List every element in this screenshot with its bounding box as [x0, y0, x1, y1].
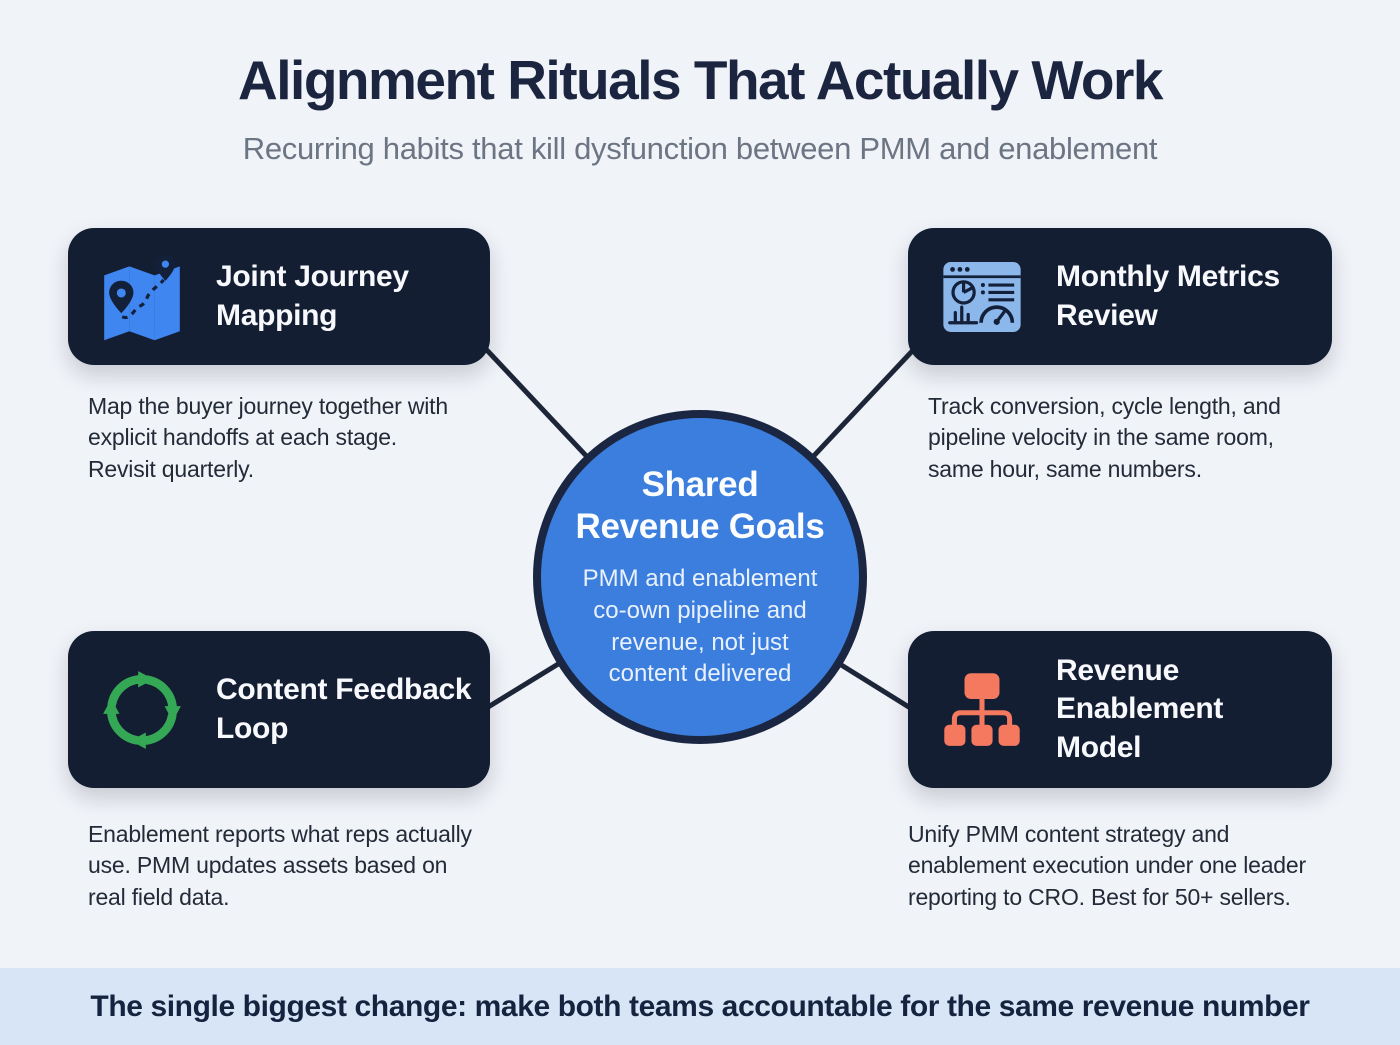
card-description: Enablement reports what reps actually us…	[88, 821, 472, 910]
card-content-feedback-loop: Content Feedback Loop	[68, 631, 490, 788]
card-title: Revenue Enablement Model	[1056, 654, 1224, 764]
org-chart-icon	[934, 662, 1030, 758]
card-description: Map the buyer journey together with expl…	[88, 393, 448, 482]
card-title: Monthly Metrics Review	[1056, 260, 1280, 332]
page-title: Alignment Rituals That Actually Work	[238, 49, 1163, 111]
hub-title: Shared Revenue Goals	[575, 464, 825, 546]
card-joint-journey-mapping: Joint Journey Mapping	[68, 228, 490, 365]
footer-banner-text: The single biggest change: make both tea…	[90, 989, 1310, 1023]
footer-banner: The single biggest change: make both tea…	[0, 968, 1400, 1045]
hub-body-text: PMM and enablement co-own pipeline and r…	[582, 564, 818, 688]
journey-map-icon	[94, 249, 190, 345]
metrics-dashboard-icon	[934, 249, 1030, 345]
card-title: Content Feedback Loop	[216, 673, 472, 745]
card-revenue-enablement-model: Revenue Enablement Model	[908, 631, 1332, 788]
page-subtitle: Recurring habits that kill dysfunction b…	[242, 131, 1158, 166]
card-description: Track conversion, cycle length, and pipe…	[928, 393, 1281, 482]
feedback-loop-icon	[94, 662, 190, 758]
card-monthly-metrics-review: Monthly Metrics Review	[908, 228, 1332, 365]
hub-shared-revenue-goals: Shared Revenue Goals PMM and enablement …	[533, 410, 867, 744]
card-description: Unify PMM content strategy and enablemen…	[908, 821, 1306, 910]
card-title: Joint Journey Mapping	[216, 260, 409, 332]
